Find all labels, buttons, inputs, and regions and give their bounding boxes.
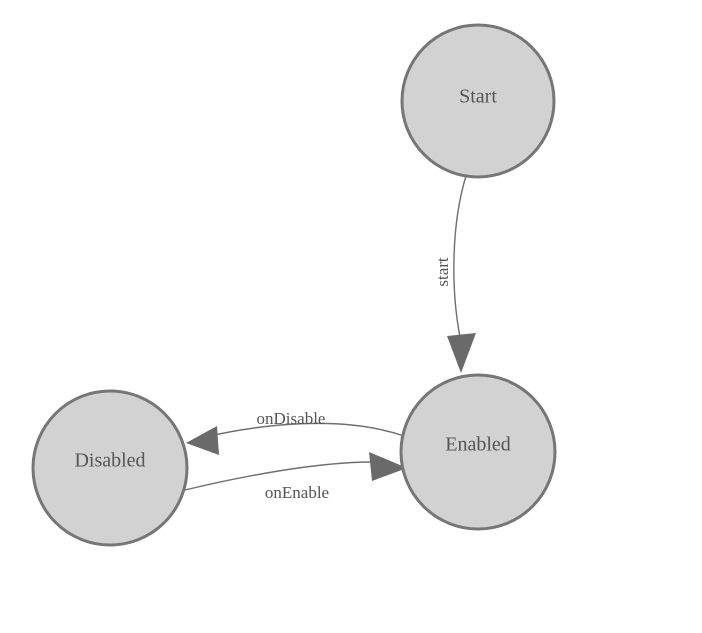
- edge-disabled-to-enabled-arrowhead: [369, 452, 407, 481]
- state-node-enabled[interactable]: Enabled: [399, 373, 557, 531]
- edge-start-to-enabled-path: [453, 175, 467, 338]
- state-node-start-circle: [400, 23, 556, 179]
- edge-label-start: start: [433, 257, 452, 287]
- state-node-start[interactable]: Start: [400, 23, 556, 179]
- edge-disabled-to-enabled[interactable]: onEnable: [184, 452, 407, 502]
- state-node-enabled-circle: [399, 373, 557, 531]
- state-node-disabled-label: Disabled: [74, 450, 145, 472]
- edge-enabled-to-disabled-arrowhead: [186, 426, 219, 455]
- edge-enabled-to-disabled[interactable]: onDisable: [186, 409, 405, 455]
- state-node-enabled-label: Enabled: [445, 434, 511, 456]
- state-node-disabled[interactable]: Disabled: [31, 389, 189, 547]
- edge-start-to-enabled[interactable]: start: [433, 175, 476, 373]
- edge-label-onenable: onEnable: [265, 483, 329, 502]
- state-node-disabled-circle: [31, 389, 189, 547]
- edge-enabled-to-disabled-path: [204, 422, 405, 438]
- edge-disabled-to-enabled-path: [184, 461, 373, 491]
- edge-start-to-enabled-arrowhead: [447, 333, 476, 373]
- state-node-start-label: Start: [459, 86, 497, 108]
- edge-label-ondisable: onDisable: [257, 409, 326, 428]
